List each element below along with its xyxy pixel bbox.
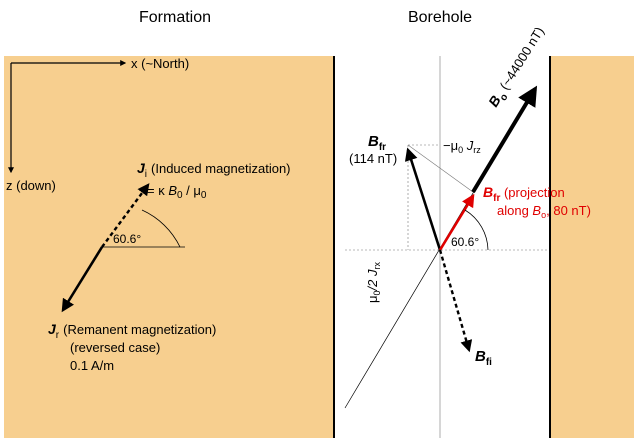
jr-label: Jr(Remanent magnetization) xyxy=(48,321,216,341)
bfr-projection-vector xyxy=(438,193,475,251)
jr-value: 0.1 A/m xyxy=(70,358,114,373)
mu-jrz-label: −μ0 Jrz xyxy=(443,138,481,155)
borehole-angle-label: 60.6° xyxy=(451,235,479,249)
ji-label: Ji(Induced magnetization) xyxy=(137,160,291,180)
bfr-value: (114 nT) xyxy=(349,151,397,166)
bfr-projection-label: Bfr (projection xyxy=(483,184,565,204)
formation-angle-label: 60.6° xyxy=(113,232,141,246)
ji-equation: = κ B0 / μ0 xyxy=(147,183,207,201)
bfi-label: Bfi xyxy=(475,348,492,368)
bfi-vector-dashed xyxy=(438,249,473,353)
x-axis-label: x (~North) xyxy=(131,56,189,71)
bo-vector xyxy=(471,85,538,194)
formation-title: Formation xyxy=(139,9,211,26)
bfr-label: Bfr xyxy=(368,133,386,153)
jr-vector xyxy=(61,246,104,313)
z-axis-label: z (down) xyxy=(6,178,56,193)
bo-label: Bo(~44000 nT) xyxy=(485,24,550,112)
formation-angle-arc xyxy=(141,209,181,248)
borehole-angle-arc xyxy=(464,209,489,251)
ji-vector-dashed xyxy=(101,183,150,248)
formation-right-block xyxy=(550,56,634,438)
borehole-title: Borehole xyxy=(408,9,472,26)
bfr-projection-label-line2: along Bo, 80 nT) xyxy=(497,203,591,220)
bfr-vector xyxy=(404,147,442,251)
jr-case: (reversed case) xyxy=(70,340,160,355)
projection-perpendicular xyxy=(407,144,474,193)
mu-jrx-label: μ0/2 Jrx xyxy=(365,262,382,303)
